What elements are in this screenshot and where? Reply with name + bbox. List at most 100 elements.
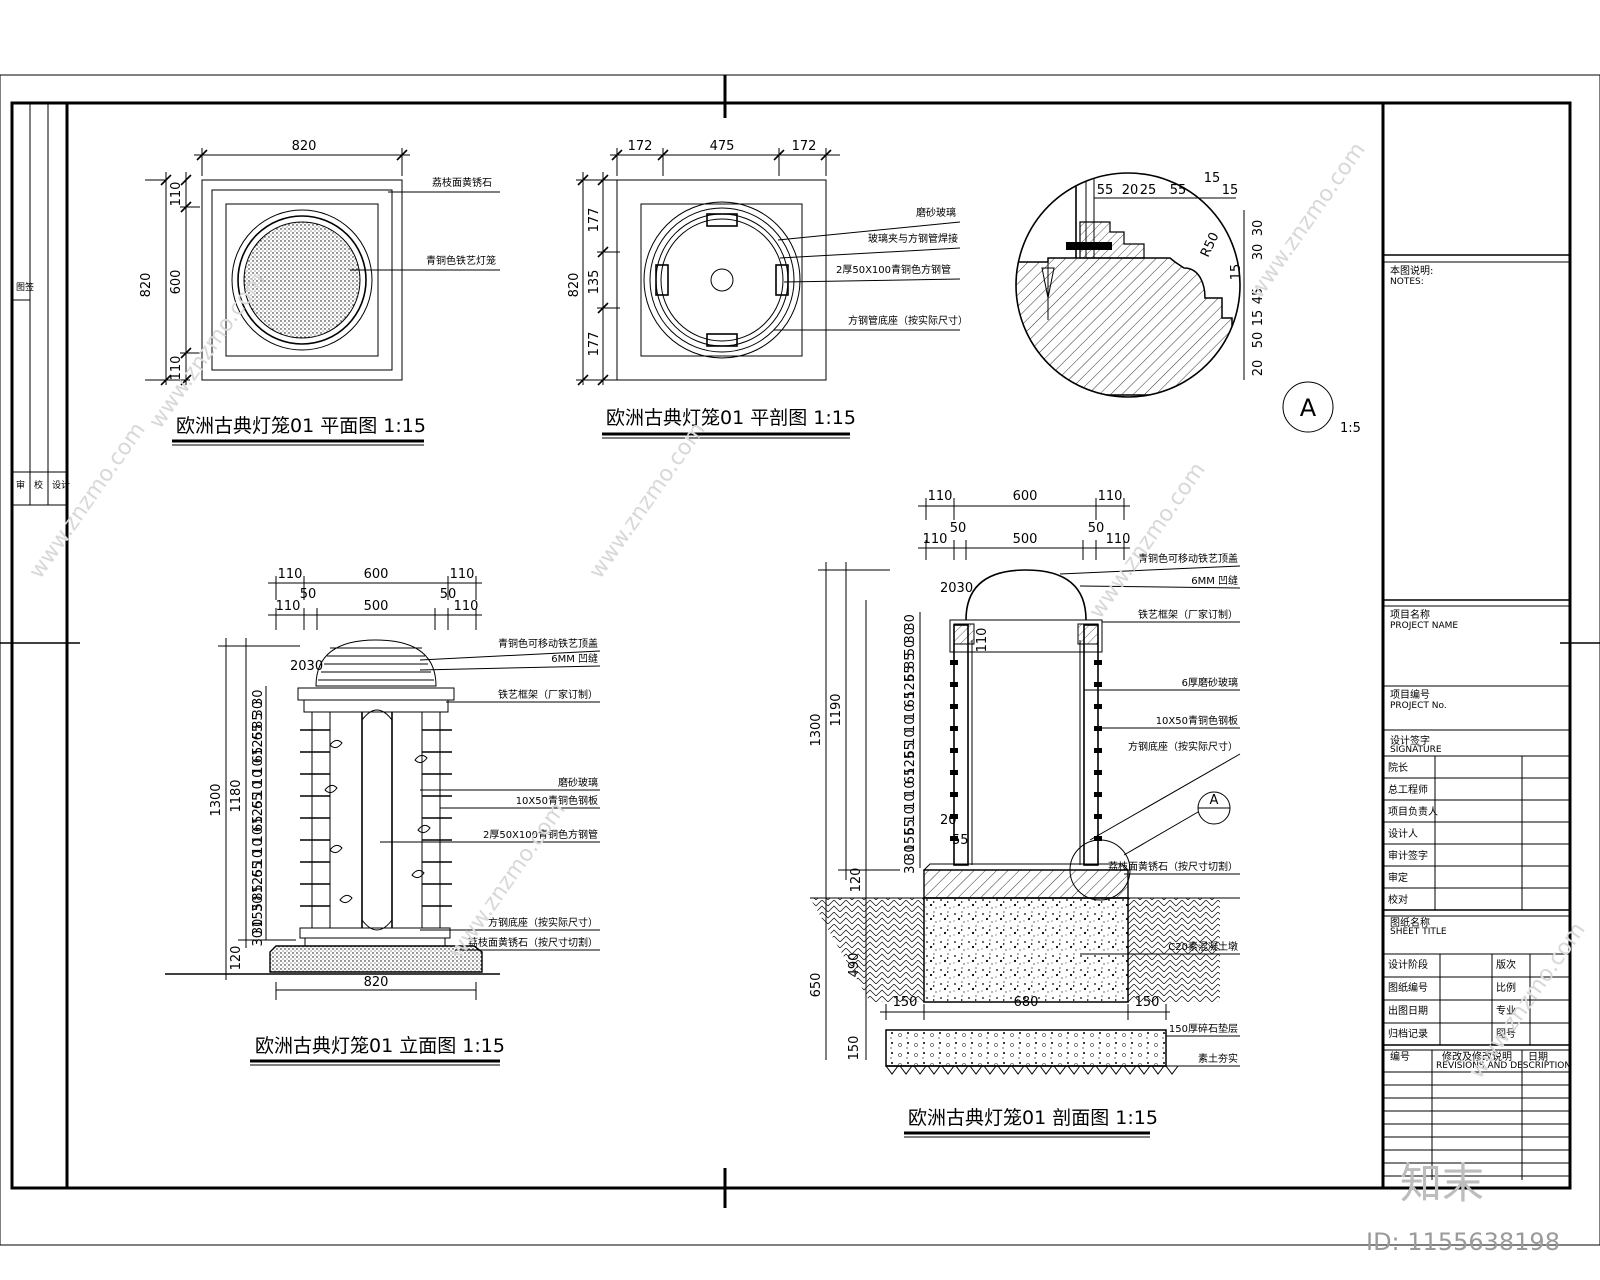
sec-dim-base: 120 xyxy=(849,868,864,893)
sec-title: 欧洲古典灯笼01 剖面图 1:15 xyxy=(908,1107,1158,1129)
sec-dim-bottom-2: 150 xyxy=(1135,995,1160,1010)
elev-dim-left-19: 155 xyxy=(251,903,266,928)
elev-dim-left-21: 30 xyxy=(251,930,266,947)
sec-note-9: 素土夯实 xyxy=(1198,1052,1238,1065)
sec-dim-top2-4: 110 xyxy=(1106,532,1131,547)
detail-dim-right-3: 45 xyxy=(1251,288,1266,305)
elev-dim-2030: 2030 xyxy=(290,659,323,674)
elev-dim-left-20: 30 xyxy=(251,919,266,936)
tb-rev-en: REVISIONS AND DESCRIPTION xyxy=(1436,1061,1571,1071)
psec-dim-left-c: 177 xyxy=(587,332,602,357)
elev-dim-top1-2: 110 xyxy=(450,567,475,582)
psec-dim-top-b: 475 xyxy=(710,139,735,154)
elev-note-0: 青铜色可移动铁艺顶盖 xyxy=(498,637,598,650)
elev-dim-top1-0: 110 xyxy=(278,567,303,582)
elev-dim-left-1: 30 xyxy=(251,701,266,718)
detail-dim-right-6: 20 xyxy=(1251,360,1266,377)
tb-row-1: 总工程师 xyxy=(1388,783,1428,796)
tb-row-6: 校对 xyxy=(1388,893,1408,906)
sec-dim-body: 1190 xyxy=(829,693,844,726)
elev-dim-top1-1: 600 xyxy=(364,567,389,582)
elev-dim-left-15: 65 xyxy=(251,861,266,878)
elev-dim-left-16: 125 xyxy=(251,869,266,894)
sec-dim-left-3: 85 xyxy=(903,653,918,670)
sec-note-5: 方钢底座（按实际尺寸） xyxy=(1128,740,1238,753)
elev-note-2: 铁艺框架（厂家订制） xyxy=(498,688,598,701)
sec-dim-top1-1: 600 xyxy=(1013,489,1038,504)
tb-signature-en: SIGNATURE xyxy=(1390,745,1442,755)
elev-dim-left-2: 85 xyxy=(251,712,266,729)
sec-dim-left-5: 125 xyxy=(903,674,918,699)
sec-dim-bottom-1: 680 xyxy=(1014,995,1039,1010)
detail-marker-circle xyxy=(1282,381,1334,433)
sec-dim-total: 1300 xyxy=(809,713,824,746)
tb-row-3: 设计人 xyxy=(1388,827,1418,840)
sec-dim-left-4: 65 xyxy=(903,665,918,682)
elev-dim-left-10: 125 xyxy=(251,800,266,825)
elev-dim-left-9: 65 xyxy=(251,793,266,810)
detail-marker: A xyxy=(1300,394,1317,422)
tb-drawing-name: 图纸名称 xyxy=(1390,916,1430,929)
psec-note-clip: 玻璃夹与方钢管焊接 xyxy=(868,232,958,245)
psec-dim-left-b: 135 xyxy=(587,270,602,295)
plan-dim-left-total: 820 xyxy=(139,273,154,298)
tb-rev-col-1: 修改及修改说明 xyxy=(1442,1050,1512,1063)
elev-dim-left-14: 10 xyxy=(251,850,266,867)
elev-dim-top2-3: 50 xyxy=(440,587,457,602)
elev-note-1: 6MM 凹缝 xyxy=(551,652,598,665)
elev-dim-left-8: 10 xyxy=(251,781,266,798)
elev-left-dim-stack: 3030856512565101010651256510101065125853… xyxy=(251,689,266,946)
title-block: 本图说明: NOTES: 项目名称 PROJECT NAME 项目编号 PROJ… xyxy=(1383,254,1571,1180)
sec-dim-110: 110 xyxy=(975,628,990,653)
sec-dim-left-8: 10 xyxy=(903,717,918,734)
sec-dim-top2-2: 500 xyxy=(1013,532,1038,547)
detail-dim-right-5: 50 xyxy=(1251,332,1266,349)
elev-dim-bottom: 820 xyxy=(364,975,389,990)
sec-dim-bottom-0: 150 xyxy=(893,995,918,1010)
elev-dim-total: 1300 xyxy=(209,783,224,816)
sec-dim-left-15: 10 xyxy=(903,806,918,823)
elev-dim-left-3: 65 xyxy=(251,724,266,741)
sec-dim-left-12: 65 xyxy=(903,768,918,785)
elev-dim-left-7: 10 xyxy=(251,770,266,787)
tb-project-name-en: PROJECT NAME xyxy=(1390,621,1458,631)
sec-dim-left-1: 30 xyxy=(903,627,918,644)
elev-dim-left-5: 65 xyxy=(251,747,266,764)
tb-info-left-1: 图纸编号 xyxy=(1388,981,1428,994)
tb-drawing-name-en: SHEET TITLE xyxy=(1390,927,1447,937)
tb-info-left-3: 归档记录 xyxy=(1388,1027,1428,1040)
section-view: 110 600 110 110 50 500 50 110 1300 1190 … xyxy=(809,489,1241,1138)
sec-dim-top2-1: 50 xyxy=(950,521,967,536)
detail-dim-top-2: 25 xyxy=(1140,183,1157,198)
watermark-3: www.znzmo.com xyxy=(584,418,710,583)
brand-logo: 知末 xyxy=(1400,1159,1484,1208)
tb-row-2: 项目负责人 xyxy=(1388,805,1438,818)
sec-dim-left-11: 125 xyxy=(903,751,918,776)
plan-dim-top: 820 xyxy=(292,139,317,154)
tb-info-right-1: 比例 xyxy=(1496,981,1516,994)
tb-info-right-0: 版次 xyxy=(1496,958,1516,971)
sec-dim-left-10: 65 xyxy=(903,742,918,759)
elev-dim-top2-4: 110 xyxy=(454,599,479,614)
sec-dim-left-17: 155 xyxy=(903,828,918,853)
elev-dim-left-6: 10 xyxy=(251,758,266,775)
detail-dim-top-0: 55 xyxy=(1097,183,1114,198)
elev-note-4: 10X50青铜色钢板 xyxy=(516,794,598,807)
elev-note-7: 荔枝面黄锈石（按尺寸切割） xyxy=(468,936,598,949)
detail-a-view: 55 20 25 55 15 15 30 30 15 45 15 50 20 R… xyxy=(1015,171,1361,436)
psec-dim-top-c: 172 xyxy=(792,139,817,154)
tb-row-0: 院长 xyxy=(1388,761,1408,774)
sec-dim-left-9: 10 xyxy=(903,729,918,746)
sec-marker: A xyxy=(1210,793,1219,808)
sec-dim-2030: 2030 xyxy=(940,581,973,596)
plan-view: 820 820 110 600 110 荔枝面黄锈石 青铜色铁艺灯笼 欧洲古典灯… xyxy=(139,139,500,446)
tb-info-right-2: 专业 xyxy=(1496,1004,1516,1017)
sec-dim-left-7: 10 xyxy=(903,704,918,721)
watermark-4: www.znzmo.com xyxy=(1084,458,1210,623)
psec-dim-left-total: 820 xyxy=(567,273,582,298)
elev-note-6: 方钢底座（按实际尺寸） xyxy=(488,916,598,929)
elev-dim-top2-0: 110 xyxy=(276,599,301,614)
sec-note-2: 铁艺框架（厂家订制） xyxy=(1138,608,1238,621)
left-title-strip: 图签 审 校 设计 xyxy=(11,102,70,506)
